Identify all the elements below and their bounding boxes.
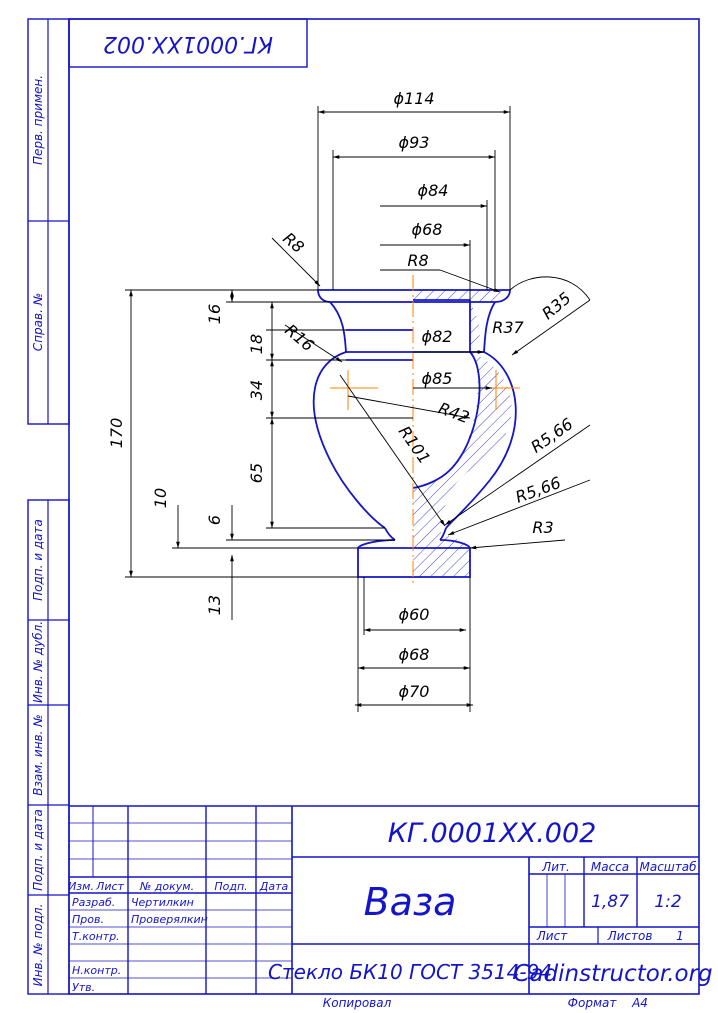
rev-header-izm: Изм. bbox=[68, 880, 94, 893]
dim-d84: ϕ84 bbox=[418, 181, 449, 200]
dim-d70: ϕ70 bbox=[399, 682, 430, 701]
dim-r35: R35 bbox=[538, 288, 574, 323]
copied-label: Копировал bbox=[323, 996, 392, 1010]
side-label-sprav: Справ. № bbox=[31, 293, 45, 351]
dim-d82: ϕ82 bbox=[422, 327, 453, 346]
side-label-podp-2: Подп. и дата bbox=[31, 809, 45, 891]
side-label-inv-dubl: Инв. № дубл. bbox=[31, 621, 45, 703]
dim-d93: ϕ93 bbox=[399, 133, 430, 152]
side-strip bbox=[27, 18, 70, 995]
dim-h65: 65 bbox=[247, 463, 266, 483]
name-prov: Проверялкин bbox=[131, 913, 208, 926]
dim-r3: R3 bbox=[532, 518, 553, 537]
section-hatch bbox=[413, 290, 512, 577]
dim-r16: R16 bbox=[281, 320, 317, 355]
dim-d114: ϕ114 bbox=[393, 89, 434, 108]
title-block bbox=[69, 805, 699, 994]
name-razrab: Чертилкин bbox=[131, 896, 194, 909]
dim-h16: 16 bbox=[205, 304, 224, 324]
role-razrab: Разраб. bbox=[72, 896, 115, 909]
format-label: Формат bbox=[568, 996, 618, 1010]
dim-r8-top: R8 bbox=[407, 251, 428, 270]
dim-h10: 10 bbox=[151, 488, 170, 508]
vase-outline bbox=[312, 289, 517, 578]
dimensions: ϕ114 ϕ93 ϕ84 ϕ68 R8 R8 R35 R37 ϕ82 ϕ85 R… bbox=[107, 89, 591, 712]
mass-value: 1,87 bbox=[591, 892, 629, 912]
dim-d85: ϕ85 bbox=[422, 369, 453, 388]
part-name: Ваза bbox=[364, 880, 457, 924]
dim-h13: 13 bbox=[205, 595, 224, 615]
dim-r566-a: R5,66 bbox=[527, 414, 576, 456]
dim-d68-top: ϕ68 bbox=[412, 220, 443, 239]
side-label-podp-1: Подп. и дата bbox=[31, 519, 45, 601]
side-label-perv: Перв. примен. bbox=[31, 75, 45, 165]
title-designation: КГ.0001ХХ.002 bbox=[388, 818, 597, 849]
rev-header-list: Лист bbox=[95, 880, 124, 893]
dim-h6: 6 bbox=[205, 515, 224, 525]
role-nkontr: Н.контр. bbox=[72, 964, 121, 977]
material: Стекло БК10 ГОСТ 3514-94 bbox=[268, 960, 552, 984]
role-prov: Пров. bbox=[72, 913, 104, 926]
dim-d68-bottom: ϕ68 bbox=[399, 645, 430, 664]
rev-header-dokum: № докум. bbox=[139, 880, 194, 893]
scale-header: Масштаб bbox=[639, 860, 697, 874]
role-utv: Утв. bbox=[72, 981, 95, 994]
rev-header-data: Дата bbox=[259, 880, 289, 893]
dim-d60: ϕ60 bbox=[399, 605, 430, 624]
lit-header: Лит. bbox=[541, 860, 570, 874]
dim-r37: R37 bbox=[492, 318, 524, 337]
organization: Cadinstructor.org bbox=[513, 961, 712, 987]
dim-h34: 34 bbox=[247, 380, 266, 400]
dim-h18: 18 bbox=[247, 334, 266, 354]
rotated-designation: КГ.0001ХХ.002 bbox=[103, 31, 273, 56]
role-tkontr: Т.контр. bbox=[72, 930, 120, 943]
rev-header-podp: Подп. bbox=[214, 880, 247, 893]
sheets-label: Листов bbox=[607, 929, 653, 943]
sheets-count: 1 bbox=[676, 929, 684, 943]
mass-header: Масса bbox=[591, 860, 629, 874]
side-label-vzam: Взам. инв. № bbox=[31, 714, 45, 795]
dim-r566-b: R5,66 bbox=[513, 473, 563, 507]
side-label-inv-podl: Инв. № подл. bbox=[31, 904, 45, 987]
dim-h170: 170 bbox=[107, 418, 126, 449]
dim-r8-left: R8 bbox=[279, 229, 308, 257]
scale-value: 1:2 bbox=[654, 892, 681, 912]
sheet-label: Лист bbox=[536, 929, 568, 943]
format-value: А4 bbox=[631, 996, 648, 1010]
